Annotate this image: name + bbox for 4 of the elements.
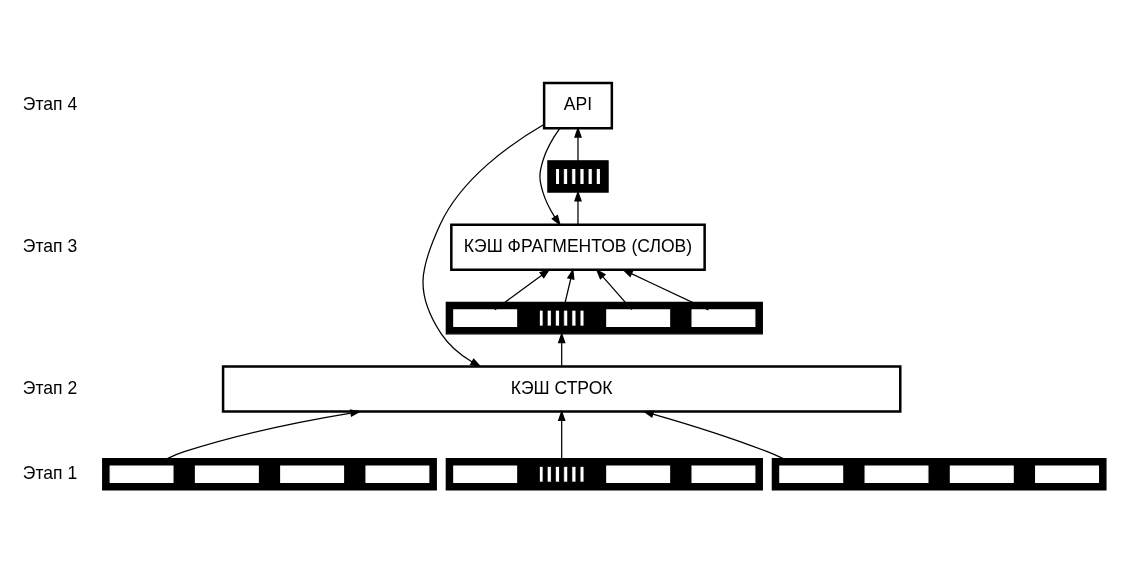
label: Этап 3 <box>22 235 78 256</box>
label: Этап 1 <box>22 462 78 483</box>
label: Этап 2 <box>22 377 78 398</box>
label: Этап 4 <box>22 94 78 115</box>
